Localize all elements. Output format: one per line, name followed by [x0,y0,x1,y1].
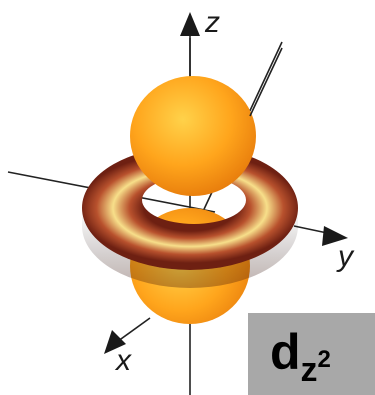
z-arrowhead-icon [180,12,200,36]
torus-shadow-band [82,208,298,288]
y-axis-label: y [336,240,355,273]
orbital-label-subscript: z [300,351,318,389]
x-axis-line-upper [249,47,283,117]
y-arrowhead-icon [322,226,348,246]
torus-ring [82,146,298,270]
orbital-label-box [248,313,375,395]
x-axis-label: x [114,344,132,377]
orbital-label: dz2 [270,322,331,389]
x-arrowhead-icon [104,330,126,354]
orbital-label-superscript: 2 [317,346,331,373]
top-lobe [130,76,256,196]
orbital-label-main: d [270,324,301,380]
z-axis-label: z [204,6,220,39]
